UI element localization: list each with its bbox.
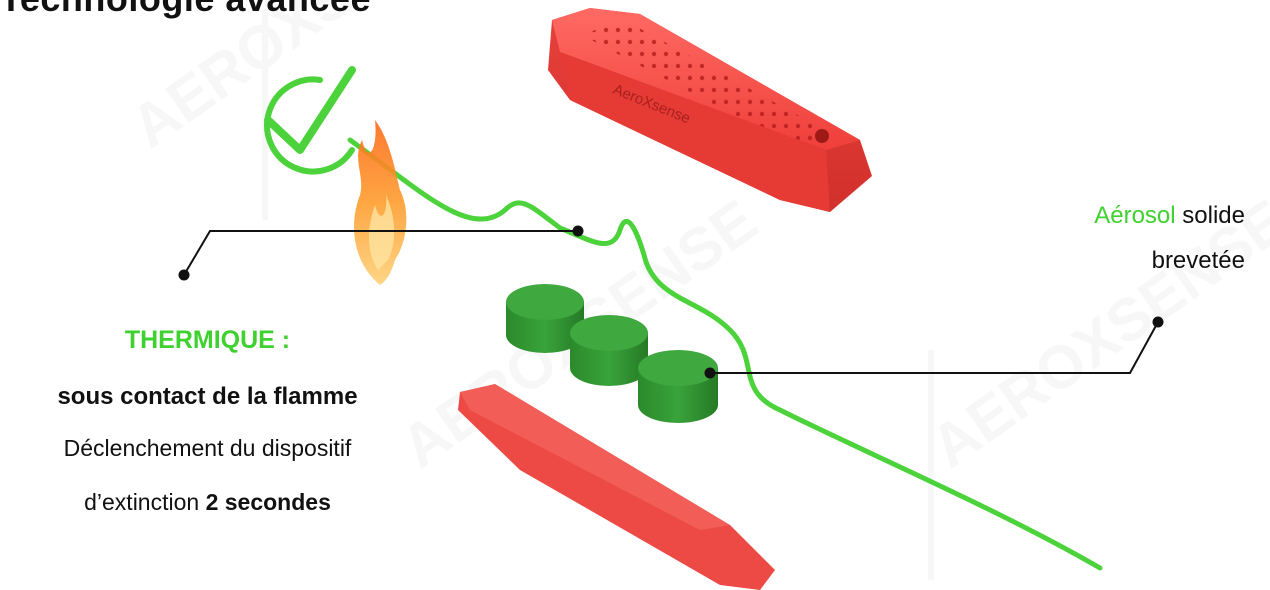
trigger-text: Déclenchement du dispositif <box>0 435 415 462</box>
svg-text:AEROXSENSE: AEROXSENSE <box>919 187 1270 481</box>
extinction-time-text: d’extinction 2 secondes <box>0 489 415 516</box>
page-title: Technologie avancée <box>0 0 371 20</box>
flame-icon <box>354 120 406 285</box>
extinction-prefix: d’extinction <box>84 489 199 515</box>
flame-contact-text: sous contact de la flamme <box>0 383 415 411</box>
aerosol-housing: AeroXsense <box>548 8 872 212</box>
aerosol-solid: solide <box>1182 202 1245 229</box>
aerosol-highlight: Aérosol <box>1094 202 1175 229</box>
check-circle-icon <box>267 70 352 171</box>
patented-text: brevetée <box>1030 247 1245 275</box>
thermique-heading: THERMIQUE : <box>0 326 415 355</box>
aerosol-caption: Aérosol solide <box>1030 202 1245 230</box>
extinction-seconds: 2 secondes <box>206 489 331 515</box>
